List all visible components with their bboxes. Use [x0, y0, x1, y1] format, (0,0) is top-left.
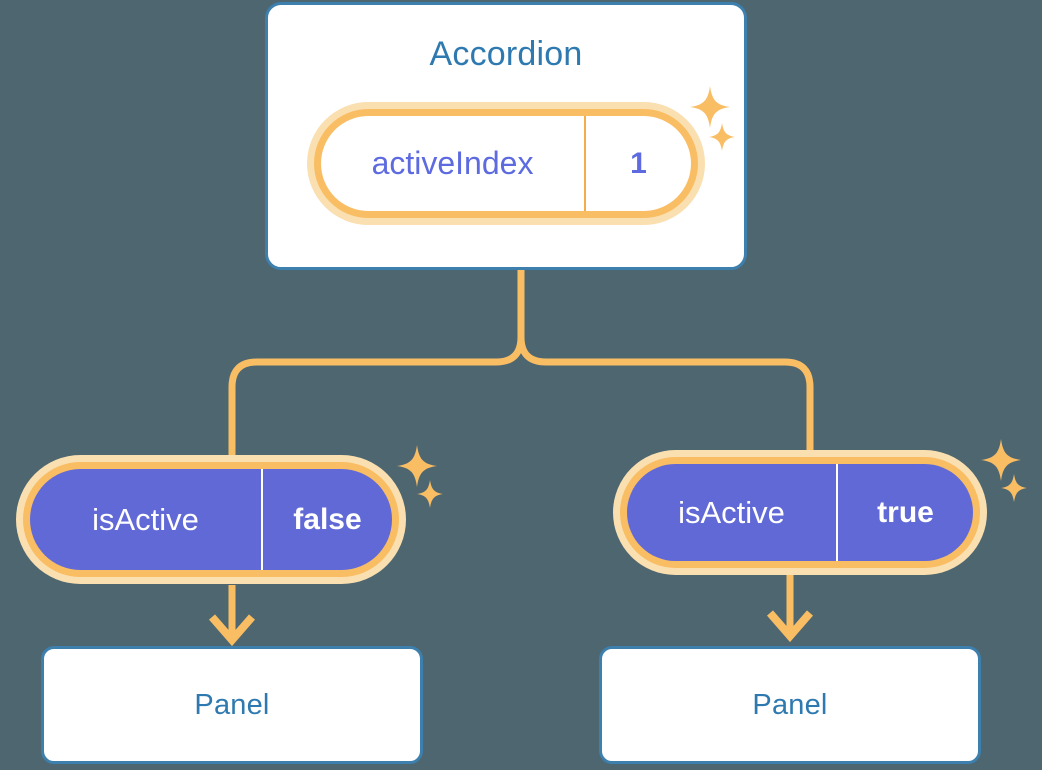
- connector-right-branch: [517, 266, 814, 459]
- pill-body: activeIndex 1: [321, 116, 691, 211]
- pill-body: isActive true: [627, 464, 973, 561]
- pill-ring: isActive false: [23, 462, 399, 577]
- state-pill-active-index[interactable]: activeIndex 1: [307, 102, 705, 225]
- state-pill-is-active-true[interactable]: isActive true: [613, 450, 987, 575]
- state-key-label: isActive: [627, 464, 838, 561]
- pill-ring: activeIndex 1: [314, 109, 698, 218]
- state-key-label: activeIndex: [321, 116, 586, 211]
- sparkle-icon-false-large: [397, 445, 437, 487]
- state-pill-is-active-false[interactable]: isActive false: [16, 455, 406, 584]
- panel-title: Panel: [194, 688, 270, 721]
- state-value-label: false: [293, 502, 362, 536]
- sparkle-icon-false-small: [417, 480, 443, 508]
- page-title: Accordion: [429, 35, 583, 73]
- panel-component-card-right[interactable]: Panel: [599, 646, 981, 764]
- connector-left-branch: [228, 266, 525, 462]
- state-key-label: isActive: [30, 469, 263, 570]
- pill-ring: isActive true: [620, 457, 980, 568]
- panel-title: Panel: [752, 688, 828, 721]
- sparkle-icon-true-large: [981, 439, 1021, 481]
- state-value-label: true: [877, 495, 934, 529]
- pill-body: isActive false: [30, 469, 392, 570]
- panel-component-card-left[interactable]: Panel: [41, 646, 423, 764]
- sparkle-icon-true-small: [1001, 474, 1027, 502]
- state-value-label: 1: [630, 146, 647, 180]
- arrow-down-icon-right: [766, 575, 814, 643]
- arrow-down-icon-left: [208, 585, 256, 647]
